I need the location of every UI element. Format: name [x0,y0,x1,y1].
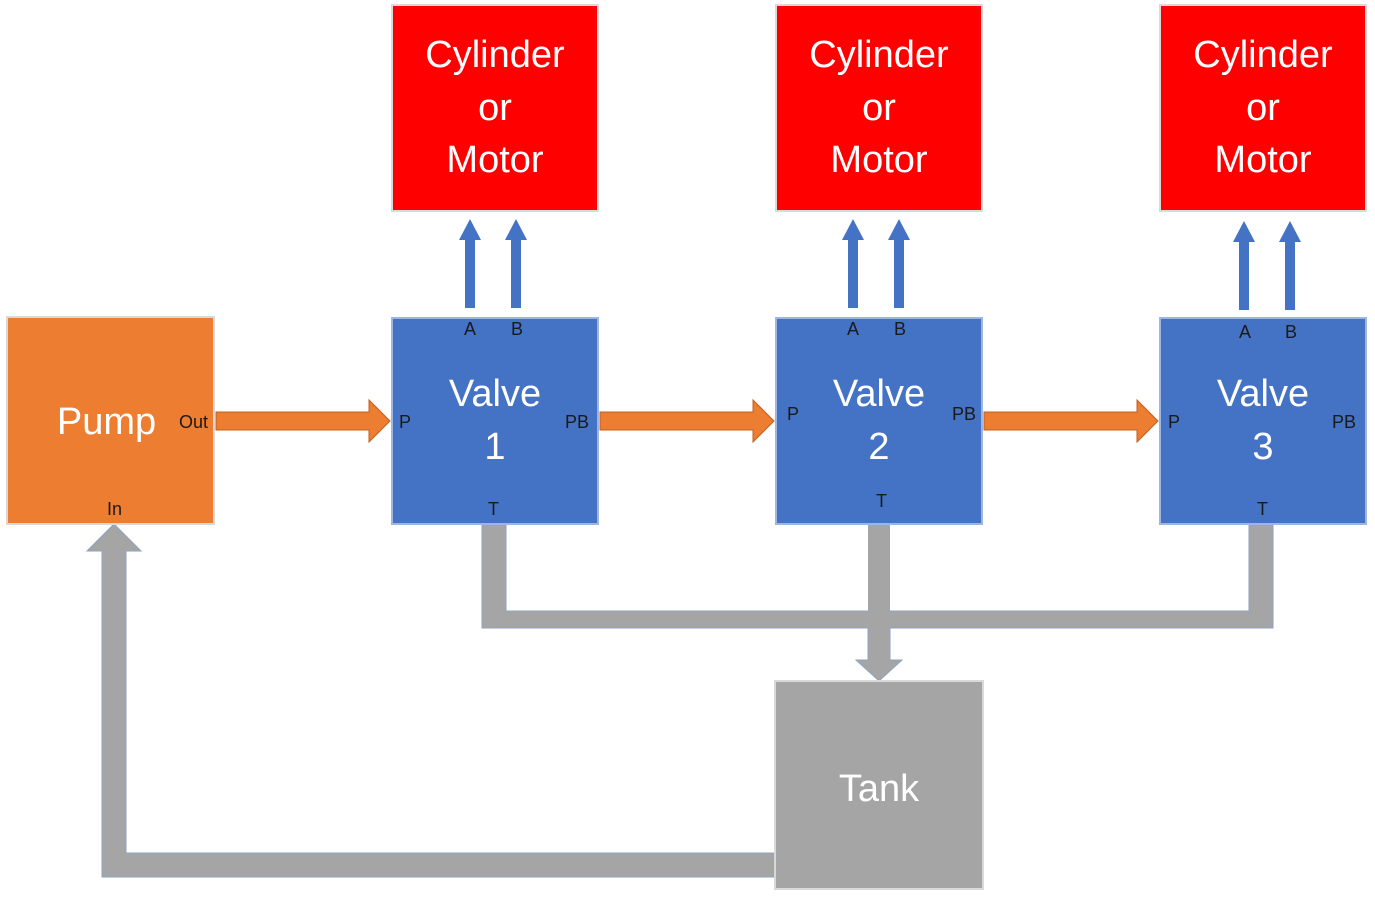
actuator-1-label: Cylinder or Motor [425,34,565,182]
valve-3-port-t: T [1257,499,1268,519]
valve-1-port-p: P [399,412,412,432]
actuator-2-label: Cylinder or Motor [809,34,949,182]
valve-2-port-pb: PB [952,404,977,424]
valve-3-port-b: B [1285,322,1298,342]
valve-3-port-a: A [1239,322,1252,342]
valve-1-port-pb: PB [565,412,590,432]
actuator-3-label: Cylinder or Motor [1193,34,1333,182]
valve-1-port-t: T [488,499,499,519]
valve-1-box: Valve 1 [391,317,599,525]
valve-2-port-b: B [894,319,907,339]
valve3-b-arrow [1279,221,1301,310]
tank-label: Tank [838,767,920,810]
valve2-b-arrow [888,219,910,308]
actuator-1-box: Cylinder or Motor [391,4,599,212]
valve-2-label: Valve 2 [832,372,926,468]
valve-1-label: Valve 1 [448,372,542,468]
valve2-to-valve3-arrow [983,398,1159,444]
tank-to-pump-return-line [85,523,775,878]
valve1-work-arrows [459,219,527,308]
valve2-return-line [868,525,890,615]
valve-2-port-a: A [847,319,860,339]
pump-box: Pump [6,316,215,525]
valve-2-port-t: T [876,491,887,511]
tank-box: Tank [774,680,984,890]
valve3-work-arrows [1233,221,1301,310]
valve-2-box: Valve 2 [775,317,983,525]
valve-1-port-b: B [511,319,524,339]
actuator-3-box: Cylinder or Motor [1159,4,1367,212]
valve1-b-arrow [505,219,527,308]
valve3-a-arrow [1233,221,1255,310]
pump-port-in: In [107,499,123,519]
valve-3-port-p: P [1168,412,1181,432]
valve2-a-arrow [842,219,864,308]
pump-to-valve1-arrow [215,398,391,444]
valve-3-port-pb: PB [1332,412,1357,432]
valve-1-port-a: A [464,319,477,339]
valve2-work-arrows [842,219,910,308]
valve-3-box: Valve 3 [1159,317,1367,525]
valve-2-port-p: P [787,404,800,424]
valve1-a-arrow [459,219,481,308]
valve1-to-valve2-arrow [599,398,775,444]
actuator-2-box: Cylinder or Motor [775,4,983,212]
valve-3-label: Valve 3 [1216,372,1310,468]
pump-label: Pump [56,401,157,444]
pump-port-out: Out [179,412,209,432]
